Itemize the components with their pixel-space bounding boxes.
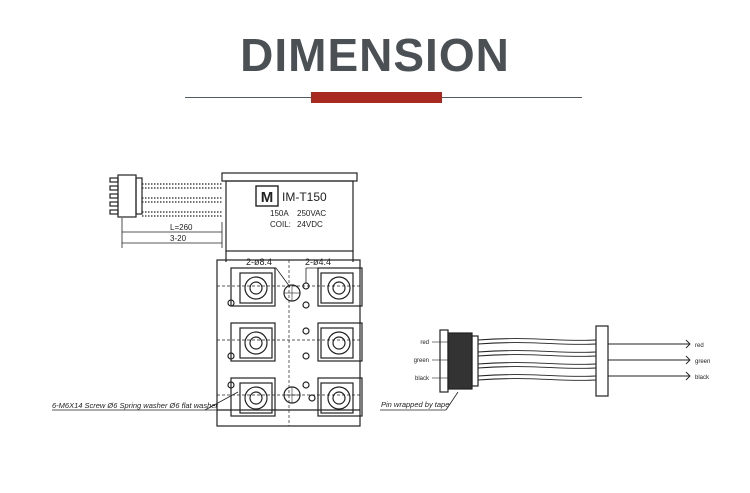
title-accent-bar (311, 92, 442, 103)
output-wires (608, 339, 691, 381)
terminal-block-r3 (317, 377, 363, 417)
tape-note: Pin wrapped by tape (381, 400, 449, 409)
harness-collar (595, 325, 609, 397)
relay-module (52, 172, 363, 427)
tape-note-leader (445, 391, 459, 411)
mounting-holes (227, 282, 316, 404)
lead-length-l: L=260 (170, 223, 193, 232)
lead-dimension-lines (121, 218, 223, 248)
hole-dimension-leaders (246, 267, 336, 288)
hole-dim-right: 2-ø4.4 (305, 257, 331, 267)
left-label-leaders (432, 341, 448, 379)
wire-label-right-green: green (695, 359, 710, 365)
lead-wires (142, 183, 222, 217)
page-title: DIMENSION (240, 29, 510, 81)
lead-length-strip: 3-20 (170, 234, 187, 243)
wire-label-right-black: black (695, 375, 710, 381)
wire-label-left-black: black (415, 376, 430, 382)
screw-note: 6-M6X14 Screw Ø6 Spring washer Ø6 flat w… (52, 401, 218, 410)
wire-label-left-red: red (420, 340, 429, 346)
wire-harness (380, 325, 691, 411)
relay-model: IM-T150 (282, 190, 327, 204)
relay-coil-housing (221, 172, 358, 262)
connector-pins (109, 174, 143, 218)
relay-coil-label: COIL: (270, 220, 291, 229)
terminal-block-l2 (230, 322, 276, 362)
wire-label-left-green: green (414, 358, 429, 364)
relay-rating-voltage: 250VAC (297, 209, 326, 218)
relay-rating-current: 150A (270, 209, 289, 218)
relay-coil-voltage: 24VDC (297, 220, 323, 229)
screw-note-leader (204, 391, 239, 411)
terminal-block-r1 (317, 267, 363, 307)
hole-dim-left: 2-ø8.4 (246, 257, 272, 267)
harness-connector (439, 329, 479, 393)
terminal-block-l1 (230, 267, 276, 307)
wire-label-right-red: red (695, 343, 704, 349)
relay-logo-letter: M (261, 189, 274, 206)
terminal-block-r2 (317, 322, 363, 362)
terminal-block-l3 (230, 377, 276, 417)
harness-wires (477, 338, 597, 381)
